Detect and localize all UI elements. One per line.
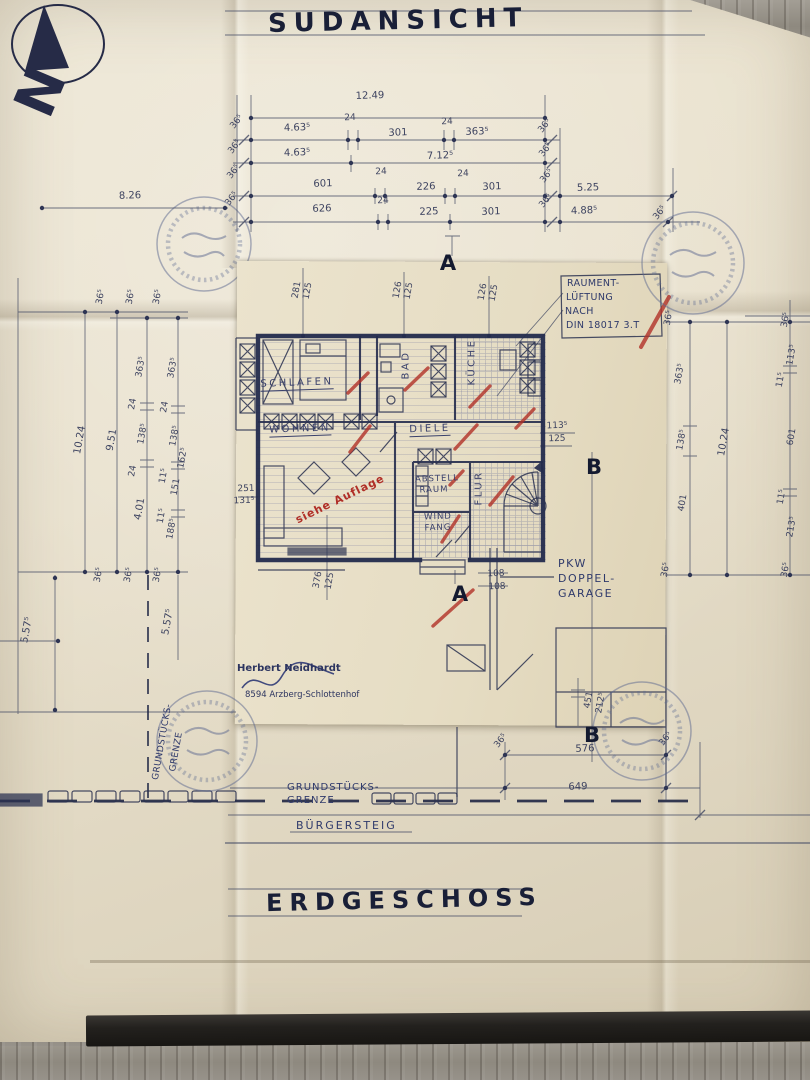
section-mark-a-bottom: A xyxy=(451,582,469,606)
section-mark-b-mid: B xyxy=(585,455,603,479)
dim-label: 24 xyxy=(457,168,469,180)
signature-address: 8594 Arzberg-Schlottenhof xyxy=(245,690,360,700)
right-dimension-lines xyxy=(665,300,810,578)
dim-label: 125 xyxy=(548,433,566,445)
dim-label: 601 xyxy=(313,178,333,190)
room-label-diele: DIELE xyxy=(409,422,451,438)
dim-label: 24 xyxy=(159,400,171,414)
boundary-wall-blocks xyxy=(0,790,458,807)
dim-label: 363⁵ xyxy=(465,126,489,138)
dim-label: 5.25 xyxy=(576,182,600,194)
dim-label: 24 xyxy=(127,464,139,478)
dim-label: 24 xyxy=(375,166,387,178)
blueprint-linework xyxy=(0,4,810,917)
spiral-stair xyxy=(503,461,547,553)
dim-label: 626 xyxy=(312,203,332,215)
section-mark-b-bottom: B xyxy=(583,723,601,747)
vent-note-line3: NACH xyxy=(565,306,594,317)
approval-stamp xyxy=(156,690,258,792)
dimension-dots xyxy=(39,115,675,225)
dim-label: 4.63⁵ xyxy=(283,122,311,134)
dim-label: 225 xyxy=(419,206,439,218)
room-label-kueche: KÜCHE xyxy=(466,338,478,386)
vent-note-box xyxy=(560,273,663,339)
dim-label: 226 xyxy=(416,181,436,193)
vent-note-line4: DIN 18017 3.T xyxy=(566,320,640,331)
boundary-label-1: GRUNDSTÜCKS- xyxy=(287,782,380,793)
garage-label-3: GARAGE xyxy=(558,587,614,600)
dim-label: 113⁵ xyxy=(546,420,568,432)
floor-plan-walls xyxy=(235,333,546,571)
room-label-schlafen: SCHLAFEN xyxy=(260,376,334,392)
dim-label: 108 xyxy=(487,568,505,580)
north-arrow-icon xyxy=(11,4,105,84)
paper-edge-shadow xyxy=(85,1010,810,1047)
section-mark-a-top: A xyxy=(439,251,457,275)
boundary-label-2: GRENZE xyxy=(287,795,335,806)
dim-label: 301 xyxy=(388,127,408,139)
vent-note-line2: LÜFTUNG xyxy=(566,292,614,303)
garage-label-2: DOPPEL- xyxy=(558,572,616,585)
room-label-flur: FLUR xyxy=(473,470,485,506)
dim-label: 131⁵ xyxy=(233,495,255,507)
garage-label-1: PKW xyxy=(558,557,587,570)
dim-label: 24 xyxy=(441,116,453,128)
room-label-wohnen: WOHNEN xyxy=(269,422,331,438)
handwritten-signature xyxy=(241,661,335,689)
approval-stamp xyxy=(592,681,692,781)
approval-stamp xyxy=(641,211,745,315)
room-label-abstell-1: ABSTELL xyxy=(414,473,460,485)
signature-name: Herbert Neidhardt xyxy=(237,663,341,674)
room-label-abstell-2: RAUM xyxy=(419,484,449,496)
room-label-windfang-2: FANG xyxy=(424,522,452,534)
dim-label: 24 xyxy=(377,195,389,207)
dim-label: 649 xyxy=(568,781,588,793)
guide-lines xyxy=(225,10,705,917)
dim-label: 7.12⁵ xyxy=(426,150,454,162)
dim-label: 24 xyxy=(344,112,356,124)
sidewalk-label: BÜRGERSTEIG xyxy=(296,819,397,832)
dim-label: 4.88⁵ xyxy=(570,205,598,217)
top-dimension-lines xyxy=(39,95,700,232)
dim-label: 4.63⁵ xyxy=(283,147,311,159)
dim-label: 108 xyxy=(488,581,506,593)
entrance-steps xyxy=(419,559,486,672)
room-label-bad: BAD xyxy=(400,350,412,380)
title-south-view: SUDANSICHT xyxy=(267,3,529,39)
dim-label: 24 xyxy=(127,397,139,411)
dim-label: 251 xyxy=(237,483,255,495)
dim-label: 301 xyxy=(482,181,502,193)
dim-label: 12.49 xyxy=(355,90,385,102)
left-dimension-lines xyxy=(0,278,236,798)
vent-note-line1: RAUMENT- xyxy=(567,278,620,289)
dim-label: 8.26 xyxy=(118,190,142,202)
dim-label: 301 xyxy=(481,206,501,218)
furniture xyxy=(262,339,542,556)
blueprint-sheet: SUDANSICHT ERDGESCHOSS N 12.49 36⁵ 4.63⁵… xyxy=(0,0,810,1042)
room-label-windfang-1: WIND xyxy=(423,511,453,523)
property-boundary xyxy=(0,742,810,844)
